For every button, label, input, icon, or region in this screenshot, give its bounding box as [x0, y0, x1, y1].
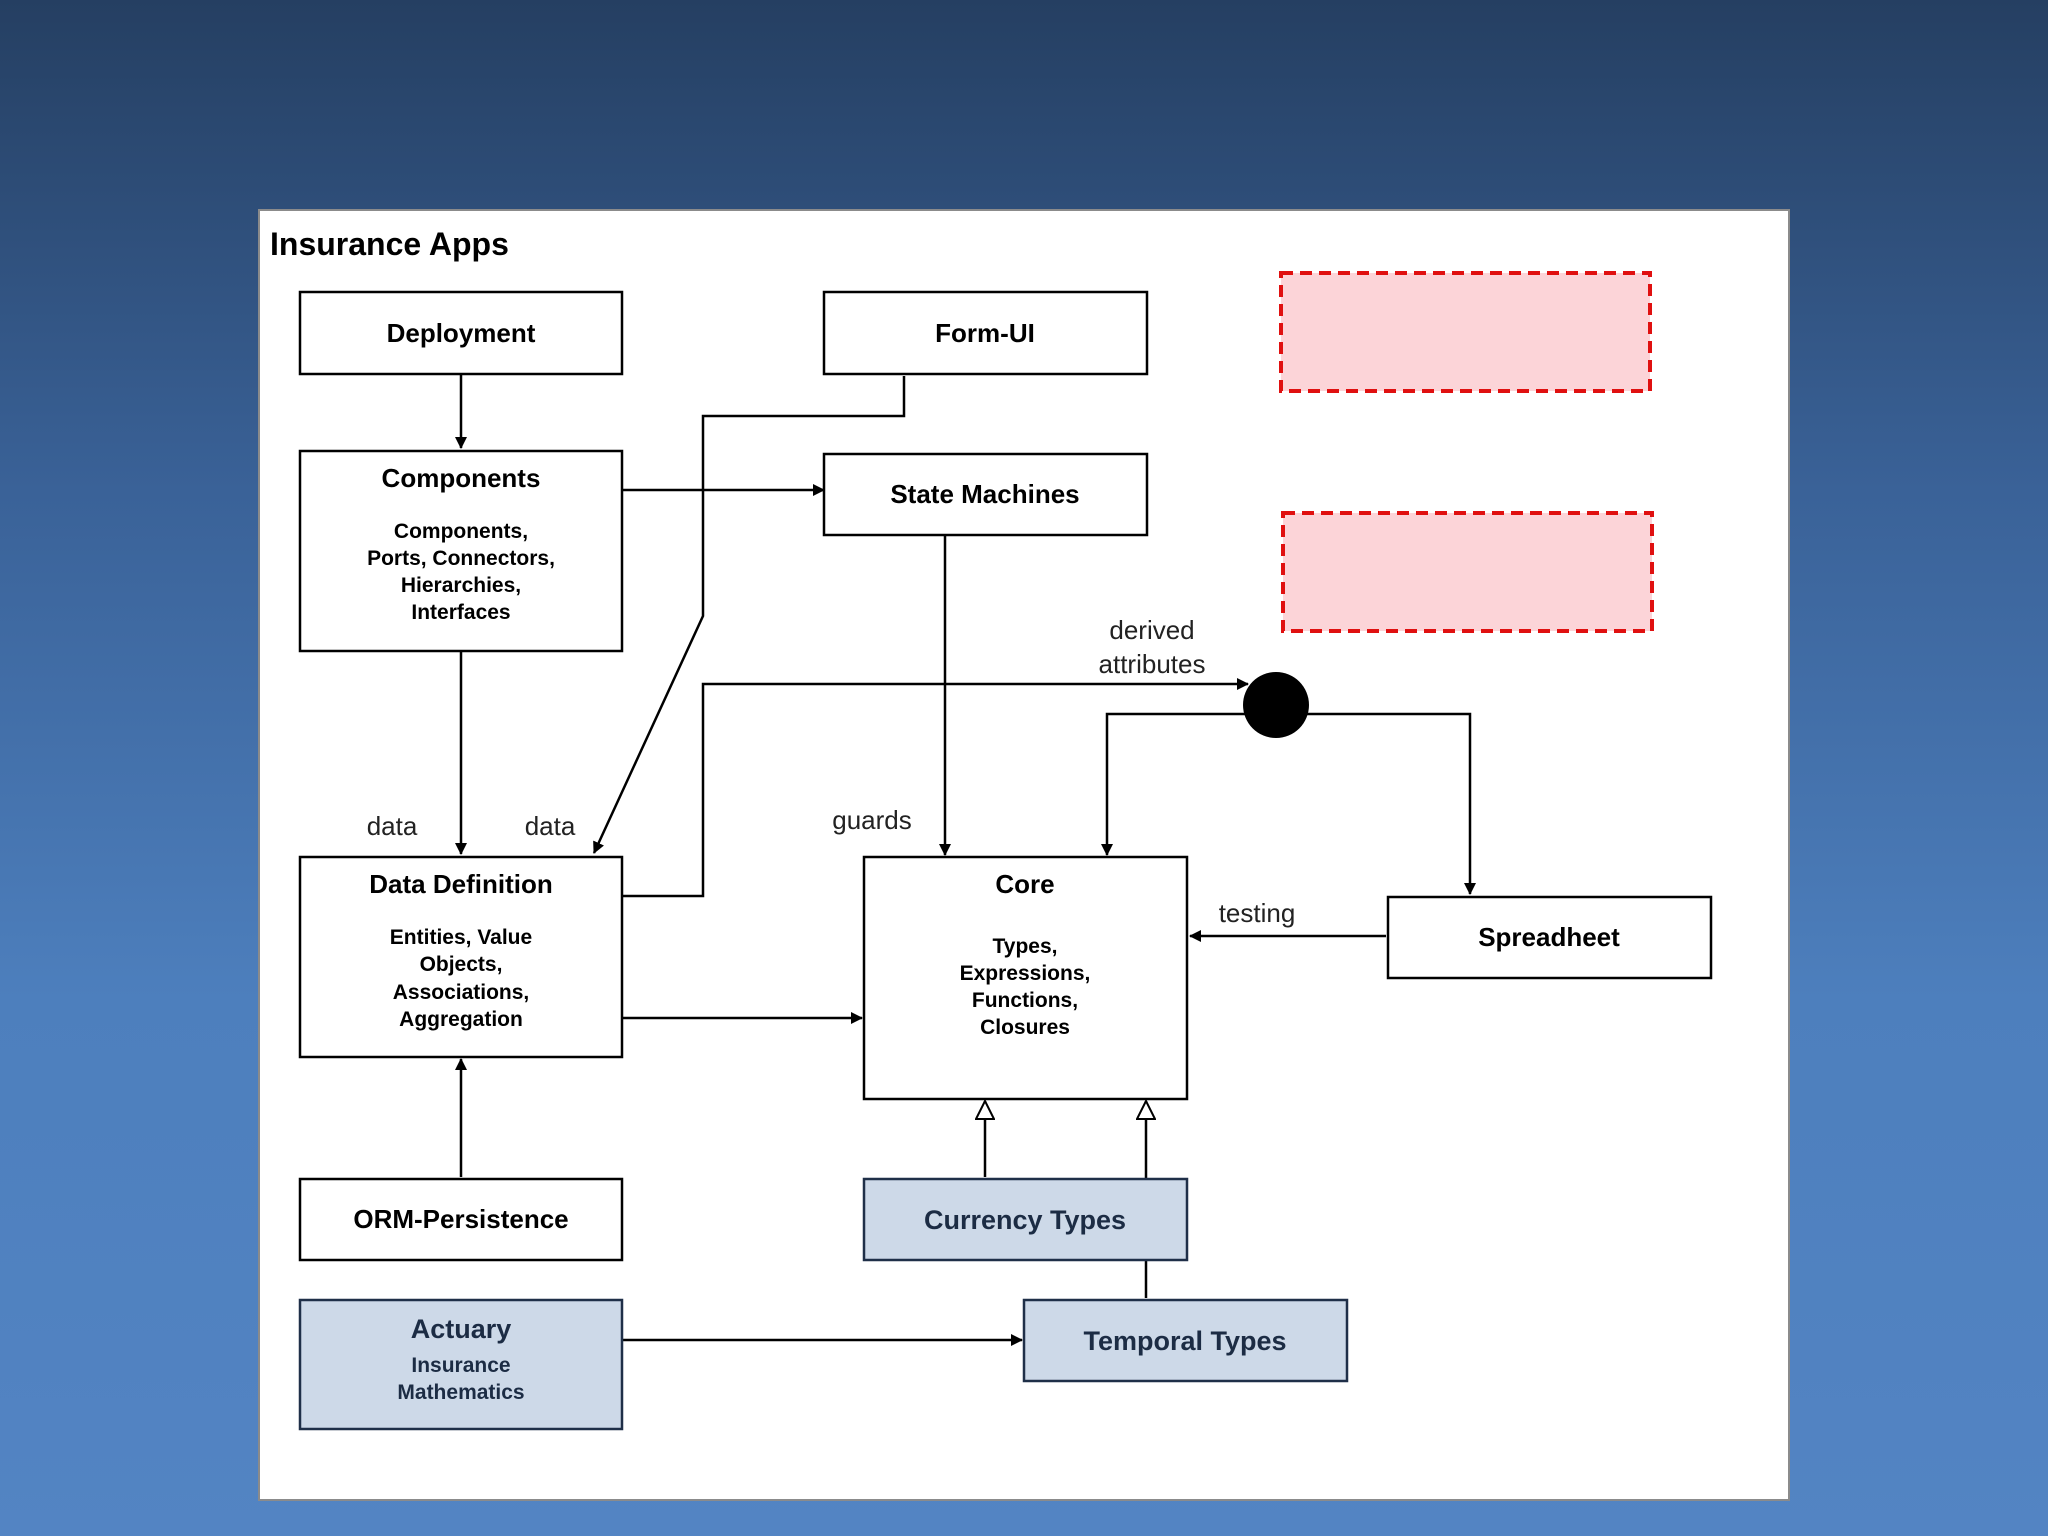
- diagram-title: Insurance Apps: [270, 226, 509, 262]
- box-components-title: Components: [382, 463, 541, 493]
- box-currency-types-title: Currency Types: [924, 1205, 1126, 1235]
- box-temporal-types-title: Temporal Types: [1083, 1326, 1286, 1356]
- box-core-title: Core: [995, 869, 1054, 899]
- box-core[interactable]: Core Types, Expressions, Functions, Clos…: [862, 855, 1189, 1101]
- arrow-dot-to-spreadsheet: [1272, 712, 1476, 895]
- box-deployment[interactable]: Deployment: [298, 290, 624, 376]
- box-form-ui[interactable]: Form-UI: [822, 290, 1149, 376]
- box-data-definition-title: Data Definition: [369, 869, 552, 899]
- box-spreadsheet-title: Spreadheet: [1478, 922, 1620, 952]
- box-components-line-1: Components,: [394, 520, 528, 543]
- box-components[interactable]: Components Components, Ports, Connectors…: [298, 449, 624, 653]
- box-spreadsheet[interactable]: Spreadheet: [1386, 895, 1713, 980]
- box-actuary-line-2: Mathematics: [397, 1381, 524, 1404]
- placeholder-box-top: [1279, 271, 1652, 393]
- arrow-dot-to-core: [1101, 712, 1248, 856]
- box-components-line-3: Hierarchies,: [401, 574, 521, 597]
- box-actuary[interactable]: Actuary Insurance Mathematics: [298, 1298, 624, 1431]
- label-data-left: data: [367, 811, 418, 841]
- box-actuary-line-1: Insurance: [411, 1354, 510, 1377]
- box-state-machines[interactable]: State Machines: [822, 452, 1149, 537]
- box-components-line-4: Interfaces: [411, 601, 510, 624]
- arrow-derived-attributes: [620, 678, 1249, 898]
- diagram-panel: Insurance Apps data data guards derived …: [258, 209, 1790, 1501]
- box-orm-persistence-title: ORM-Persistence: [353, 1204, 568, 1234]
- architecture-diagram: Insurance Apps data data guards derived …: [270, 226, 1713, 1431]
- box-core-line-4: Closures: [980, 1016, 1070, 1039]
- box-form-ui-title: Form-UI: [935, 318, 1035, 348]
- box-orm-persistence[interactable]: ORM-Persistence: [298, 1177, 624, 1262]
- label-derived: derived: [1109, 615, 1194, 645]
- label-testing: testing: [1219, 898, 1296, 928]
- box-temporal-types[interactable]: Temporal Types: [1022, 1298, 1349, 1383]
- placeholder-box-bottom: [1281, 511, 1654, 633]
- box-core-line-2: Expressions,: [960, 962, 1091, 985]
- box-core-line-1: Types,: [993, 935, 1058, 958]
- box-data-definition-line-3: Associations,: [393, 981, 530, 1004]
- box-data-definition-line-4: Aggregation: [399, 1008, 523, 1031]
- box-state-machines-title: State Machines: [890, 479, 1079, 509]
- box-core-line-3: Functions,: [972, 989, 1078, 1012]
- box-components-line-2: Ports, Connectors,: [367, 547, 555, 570]
- box-data-definition-line-1: Entities, Value: [390, 926, 532, 949]
- junction-dot: [1243, 672, 1309, 738]
- box-currency-types[interactable]: Currency Types: [862, 1177, 1189, 1262]
- label-guards: guards: [832, 805, 912, 835]
- box-data-definition[interactable]: Data Definition Entities, Value Objects,…: [298, 855, 624, 1059]
- label-data-right: data: [525, 811, 576, 841]
- box-deployment-title: Deployment: [387, 318, 536, 348]
- box-actuary-title: Actuary: [411, 1314, 512, 1344]
- box-data-definition-line-2: Objects,: [420, 953, 503, 976]
- arrow-form-ui-to-data-definition: [592, 376, 906, 854]
- label-attributes: attributes: [1099, 649, 1206, 679]
